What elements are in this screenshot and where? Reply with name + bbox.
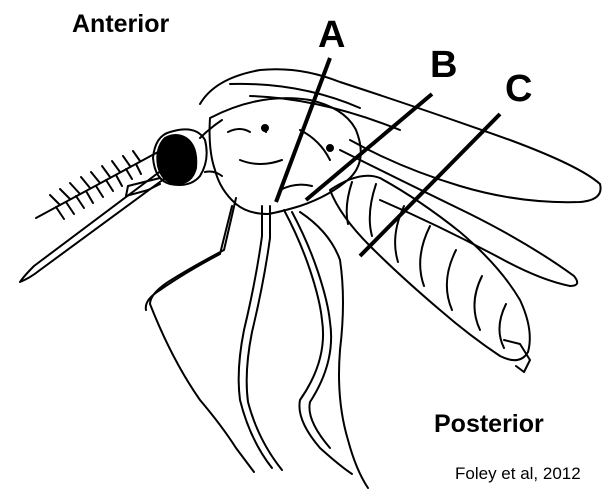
leg-mid: [239, 206, 282, 470]
compound-eye: [157, 135, 196, 184]
wing-vein: [230, 84, 400, 130]
spiracle-dot: [262, 125, 268, 131]
pointer-line-a: [276, 58, 330, 202]
antenna: [36, 151, 158, 219]
thorax-detail: [228, 128, 330, 190]
wing-lower: [340, 150, 577, 286]
spiracle-dot-2: [327, 145, 333, 151]
label-a: A: [318, 14, 345, 57]
pointer-line-b: [306, 94, 432, 200]
wing-upper: [200, 69, 601, 202]
label-b: B: [430, 44, 457, 87]
anterior-label: Anterior: [72, 10, 169, 39]
leg-front: [146, 198, 254, 472]
thorax: [210, 98, 361, 214]
label-c: C: [505, 68, 532, 111]
posterior-label: Posterior: [434, 410, 544, 439]
citation-credit: Foley et al, 2012: [455, 464, 581, 484]
